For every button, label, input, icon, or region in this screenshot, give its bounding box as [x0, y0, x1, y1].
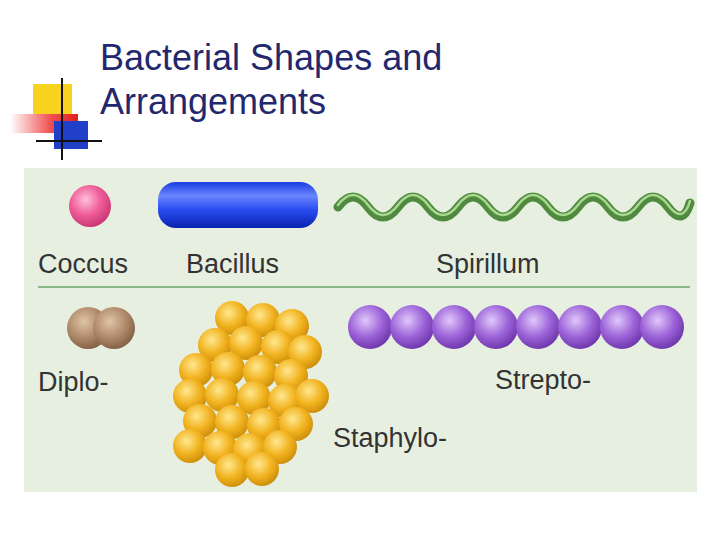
streptococcus-cells	[348, 305, 684, 349]
bacillus-cell	[158, 182, 318, 228]
shape-label: Bacillus	[186, 251, 279, 278]
shape-label: Strepto-	[495, 367, 591, 394]
staphylococcus-cells	[173, 301, 329, 487]
panel-ground	[24, 168, 697, 492]
slide-ornament	[10, 78, 102, 160]
shape-label: Spirillum	[436, 251, 540, 278]
slide-title: Bacterial Shapes and Arrangements	[100, 36, 520, 124]
shape-label: Staphylo-	[333, 425, 447, 452]
shape-label: Coccus	[38, 251, 128, 278]
divider-line	[38, 286, 690, 288]
diplococcus-cells	[67, 307, 135, 349]
coccus-cell	[69, 185, 111, 227]
spirillum-cell	[338, 195, 690, 217]
shape-label: Diplo-	[38, 369, 109, 396]
